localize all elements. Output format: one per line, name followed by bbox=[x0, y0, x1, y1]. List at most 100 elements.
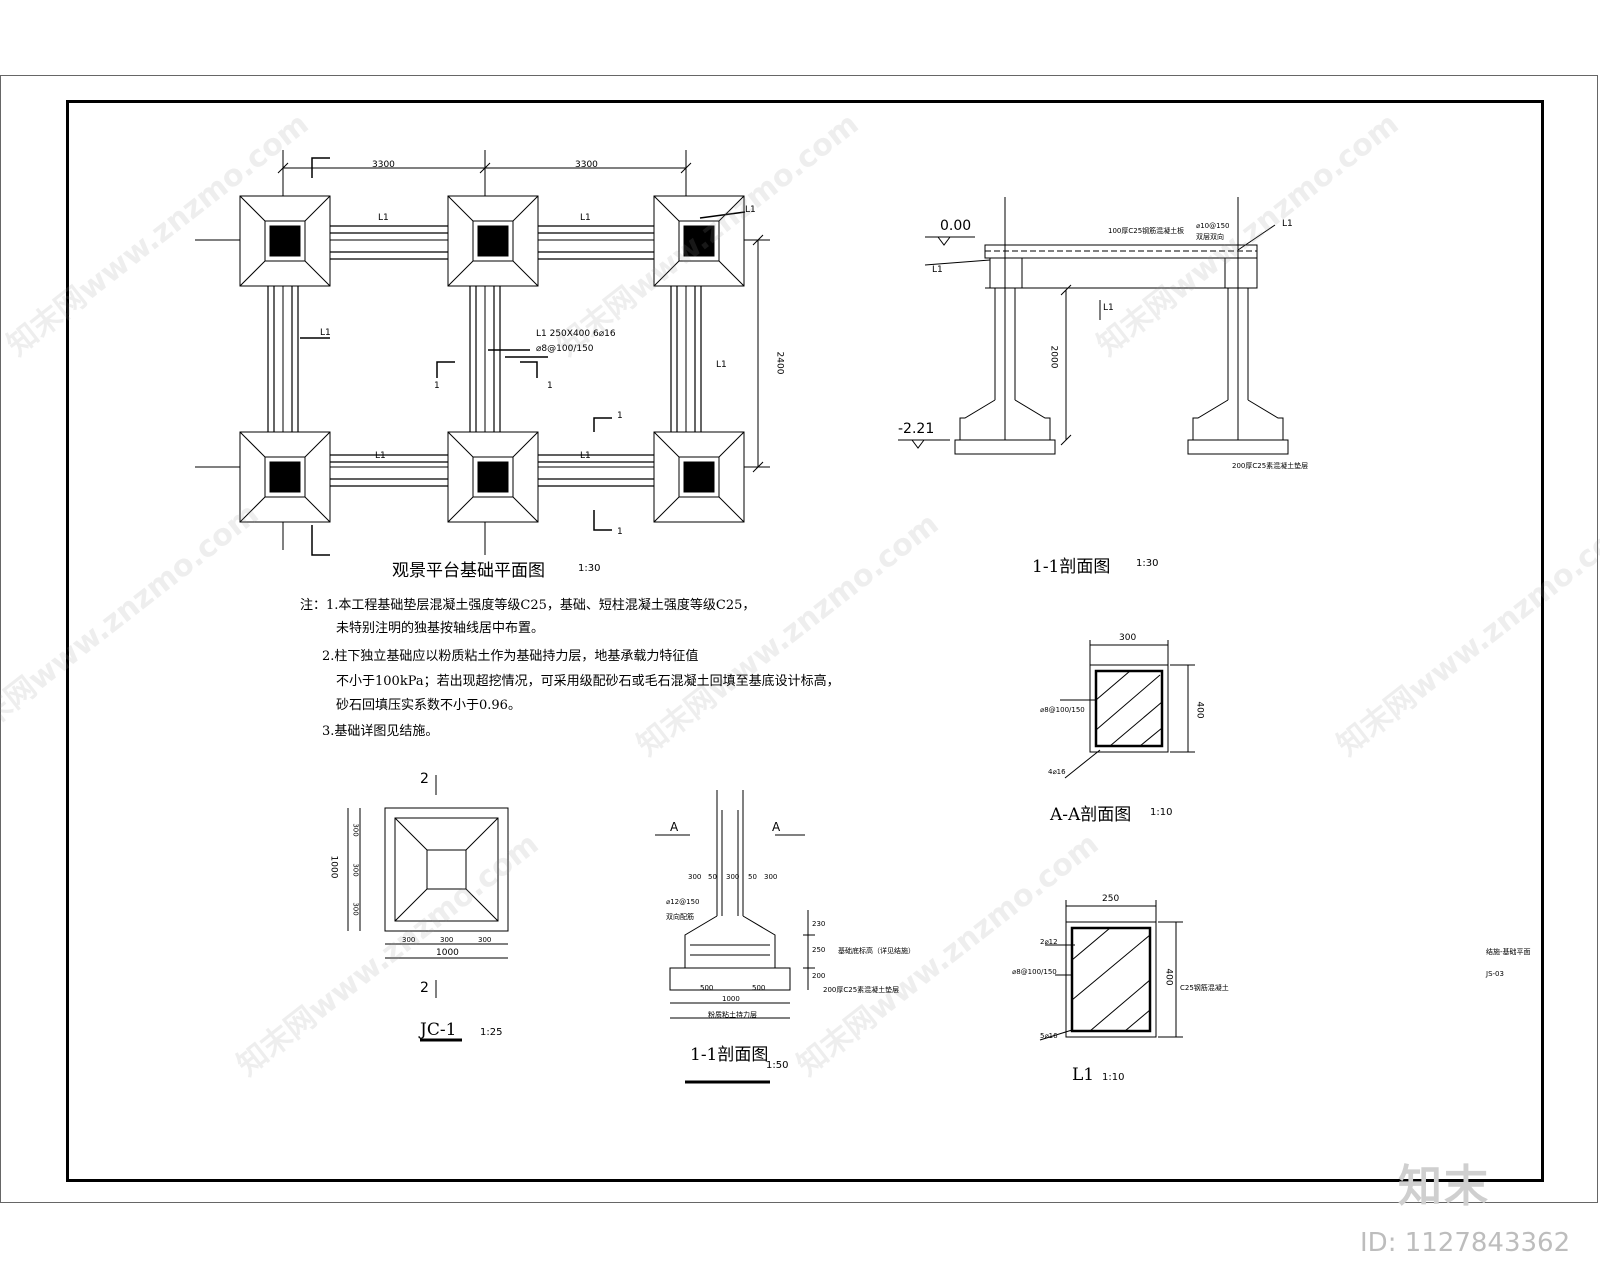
jc1-horizontal-dim: 300 bbox=[440, 936, 454, 944]
footing-left-rebar2: 双向配筋 bbox=[666, 913, 694, 921]
sec11-rebar-note2: 双层双向 bbox=[1196, 233, 1224, 241]
aa-stirrup: ⌀8@100/150 bbox=[1040, 706, 1085, 714]
sec11-beam-label: L1 bbox=[1282, 219, 1293, 229]
note-line: 2.柱下独立基础应以粉质粘土作为基础持力层，地基承载力特征值 bbox=[322, 649, 699, 664]
footing-bottom-total: 1000 bbox=[722, 995, 740, 1003]
sec11-title: 1-1剖面图 bbox=[1032, 557, 1111, 577]
plan-beam-spec: L1 250X400 6⌀16 bbox=[536, 329, 616, 339]
plan-footing-3 bbox=[653, 195, 745, 287]
footing-right-dim: 230 bbox=[812, 920, 826, 928]
aa-title: A-A剖面图 bbox=[1050, 805, 1132, 825]
sec11-rebar-note: ⌀10@150 bbox=[1196, 222, 1230, 230]
plan-dim-span-1: 3300 bbox=[372, 160, 395, 170]
jc1-vertical-dim: 300 bbox=[351, 863, 360, 877]
footing-scale: 1:50 bbox=[766, 1060, 789, 1071]
footing-right-note1: 基础底标高（详见结施） bbox=[838, 947, 915, 955]
footing-bottom-dim: 500 bbox=[752, 984, 766, 992]
sec11-beam-label: L1 bbox=[1103, 303, 1114, 313]
footing-section bbox=[655, 790, 815, 1084]
note-line: 3.基础详图见结施。 bbox=[322, 724, 439, 739]
jc1-mark-bottom: 2 bbox=[420, 980, 429, 996]
plan-beam-label: L1 bbox=[745, 205, 756, 215]
l1-side-note1: 结施-基础平面 bbox=[1486, 948, 1531, 956]
sec11-pads bbox=[954, 439, 1289, 455]
drawing-border-outer bbox=[0, 75, 1598, 1203]
jc1-vertical-dim: 300 bbox=[351, 823, 360, 837]
note-line: 不小于100kPa；若出现超挖情况，可采用级配砂石或毛石混凝土回填至基底设计标高… bbox=[336, 674, 840, 689]
plan-title: 观景平台基础平面图 bbox=[392, 561, 545, 581]
plan-section-mark: 1 bbox=[617, 411, 623, 421]
footing-top-dim: 300 bbox=[726, 873, 740, 881]
l1-top-bars: 2⌀12 bbox=[1040, 938, 1058, 946]
plan-footing-6 bbox=[653, 431, 745, 523]
jc1-plan bbox=[347, 775, 509, 1042]
jc1-scale: 1:25 bbox=[480, 1027, 503, 1038]
plan-dim-side: 2400 bbox=[774, 351, 785, 375]
plan-dim-span-2: 3300 bbox=[575, 160, 598, 170]
footing-right-dim: 250 bbox=[812, 946, 826, 954]
note-line: 注：1.本工程基础垫层混凝土强度等级C25，基础、短柱混凝土强度等级C25， bbox=[300, 598, 756, 613]
l1-side-note2: JS-03 bbox=[1486, 970, 1504, 978]
footing-left-rebar: ⌀12@150 bbox=[666, 898, 700, 906]
l1-stirrup: ⌀8@100/150 bbox=[1012, 968, 1057, 976]
l1-height-dim: 400 bbox=[1163, 968, 1174, 986]
jc1-horizontal-dim: 300 bbox=[478, 936, 492, 944]
l1-scale: 1:10 bbox=[1102, 1072, 1125, 1083]
sec11-columns bbox=[959, 288, 1284, 440]
jc1-vertical-dim: 300 bbox=[351, 902, 360, 916]
footing-right-note2: 200厚C25素混凝土垫层 bbox=[823, 986, 900, 994]
sec11-slab-note: 100厚C25钢筋混凝土板 bbox=[1108, 227, 1185, 235]
aa-width-dim: 300 bbox=[1119, 633, 1137, 643]
footing-bottom-note: 粉质粘土持力层 bbox=[708, 1011, 757, 1019]
plan-beam-label: L1 bbox=[320, 328, 331, 338]
jc1-vertical-total: 1000 bbox=[328, 855, 339, 879]
note-line: 砂石回填压实系数不小于0.96。 bbox=[336, 698, 521, 713]
plan-footing-4 bbox=[239, 431, 331, 523]
sec11-elev-bottom: -2.21 bbox=[898, 421, 935, 437]
plan-dimension-top bbox=[277, 162, 692, 174]
plan-section-mark: 1 bbox=[547, 381, 553, 391]
footing-title: 1-1剖面图 bbox=[690, 1045, 769, 1065]
l1-width-dim: 250 bbox=[1102, 894, 1120, 904]
sec11-slab bbox=[984, 244, 1258, 289]
sec11-elevation-marks bbox=[898, 224, 1276, 449]
plan-beam-label: L1 bbox=[378, 213, 389, 223]
plan-section-mark: 1 bbox=[617, 527, 623, 537]
plan-section-mark: 1 bbox=[434, 381, 440, 391]
jc1-horizontal-total: 1000 bbox=[436, 948, 459, 958]
l1-section bbox=[1039, 900, 1183, 1041]
aa-scale: 1:10 bbox=[1150, 807, 1173, 818]
aa-height-dim: 400 bbox=[1194, 701, 1205, 719]
aa-bars: 4⌀16 bbox=[1048, 768, 1066, 776]
footing-mark-a-right: A bbox=[772, 820, 781, 834]
sec11-height-dim: 2000 bbox=[1048, 345, 1059, 369]
plan-footing-5 bbox=[447, 431, 539, 523]
footing-top-dim: 300 bbox=[764, 873, 778, 881]
jc1-title: JC-1 bbox=[420, 1020, 457, 1040]
jc1-mark-top: 2 bbox=[420, 771, 429, 787]
plan-section-marks bbox=[300, 157, 746, 556]
footing-bottom-dim: 500 bbox=[700, 984, 714, 992]
note-line: 未特别注明的独基按轴线居中布置。 bbox=[336, 621, 545, 636]
l1-title: L1 bbox=[1072, 1065, 1095, 1085]
plan-footing-1 bbox=[239, 195, 331, 287]
plan-beam-stirrup: ⌀8@100/150 bbox=[536, 344, 594, 354]
jc1-horizontal-dim: 300 bbox=[402, 936, 416, 944]
footing-top-dim: 300 bbox=[688, 873, 702, 881]
sec11-gridlines bbox=[1004, 197, 1239, 440]
l1-concrete: C25钢筋混凝土 bbox=[1180, 984, 1229, 992]
plan-beam-label: L1 bbox=[716, 360, 727, 370]
footing-right-dim: 200 bbox=[812, 972, 826, 980]
sec11-beam-label: L1 bbox=[932, 265, 943, 275]
plan-scale: 1:30 bbox=[578, 563, 601, 574]
sec11-height-dim bbox=[1060, 284, 1072, 446]
aa-section bbox=[1060, 640, 1195, 779]
brand-logo: 知末 bbox=[1398, 1161, 1490, 1212]
plan-beam-label: L1 bbox=[580, 451, 591, 461]
plan-footing-2 bbox=[447, 195, 539, 287]
footing-mark-a-left: A bbox=[670, 820, 679, 834]
footing-top-dim: 50 bbox=[708, 873, 717, 881]
plan-beam-label: L1 bbox=[375, 451, 386, 461]
plan-beam-label: L1 bbox=[580, 213, 591, 223]
